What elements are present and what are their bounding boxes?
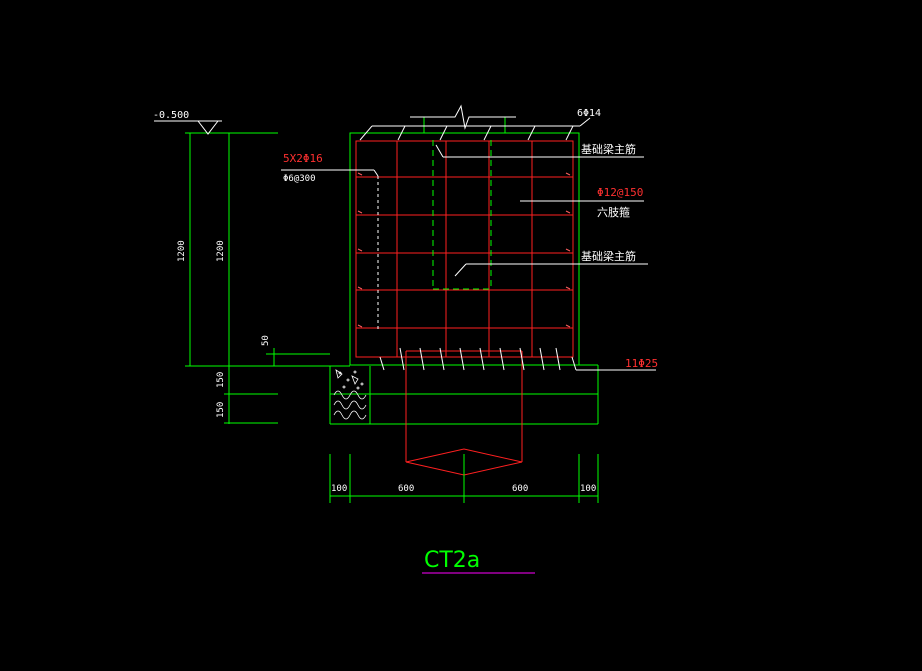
tie-spec-label: Φ12@150	[597, 186, 643, 199]
beam-outline	[329, 104, 599, 425]
left-dimension-group	[185, 132, 330, 424]
right-leaders	[435, 144, 648, 277]
drawing-title: CT2a	[424, 548, 480, 573]
rebar-cage	[355, 140, 574, 476]
dim-w-right: 100	[580, 484, 596, 494]
side-bar-leader	[281, 169, 379, 330]
dim-height-outer: 1200	[177, 240, 187, 262]
beam-main-label-2: 基础梁主筋	[581, 249, 636, 263]
dim-layer2: 150	[216, 402, 226, 418]
elevation-label: -0.500	[153, 110, 189, 121]
dim-layer1: 150	[216, 372, 226, 388]
bottom-bars-label: 11Φ25	[625, 357, 658, 370]
rebar-marks	[357, 172, 571, 328]
dim-w-mid2: 600	[512, 484, 528, 494]
dim-w-mid1: 600	[398, 484, 414, 494]
bottom-bar-ticks	[379, 347, 656, 371]
top-bars-label: 6Φ14	[577, 108, 601, 119]
dim-offset: 50	[261, 335, 271, 346]
stirrup-label: Φ6@300	[283, 174, 316, 184]
dim-w-left: 100	[331, 484, 347, 494]
elevation-marker	[154, 120, 222, 135]
side-bars-label: 5X2Φ16	[283, 152, 323, 165]
tie-type-label: 六肢箍	[597, 205, 630, 219]
beam-main-label-1: 基础梁主筋	[581, 142, 636, 156]
dim-height-inner: 1200	[216, 240, 226, 262]
top-bar-ticks	[359, 117, 591, 141]
blinding-hatch	[333, 369, 367, 420]
bottom-dimension-group	[329, 454, 599, 503]
